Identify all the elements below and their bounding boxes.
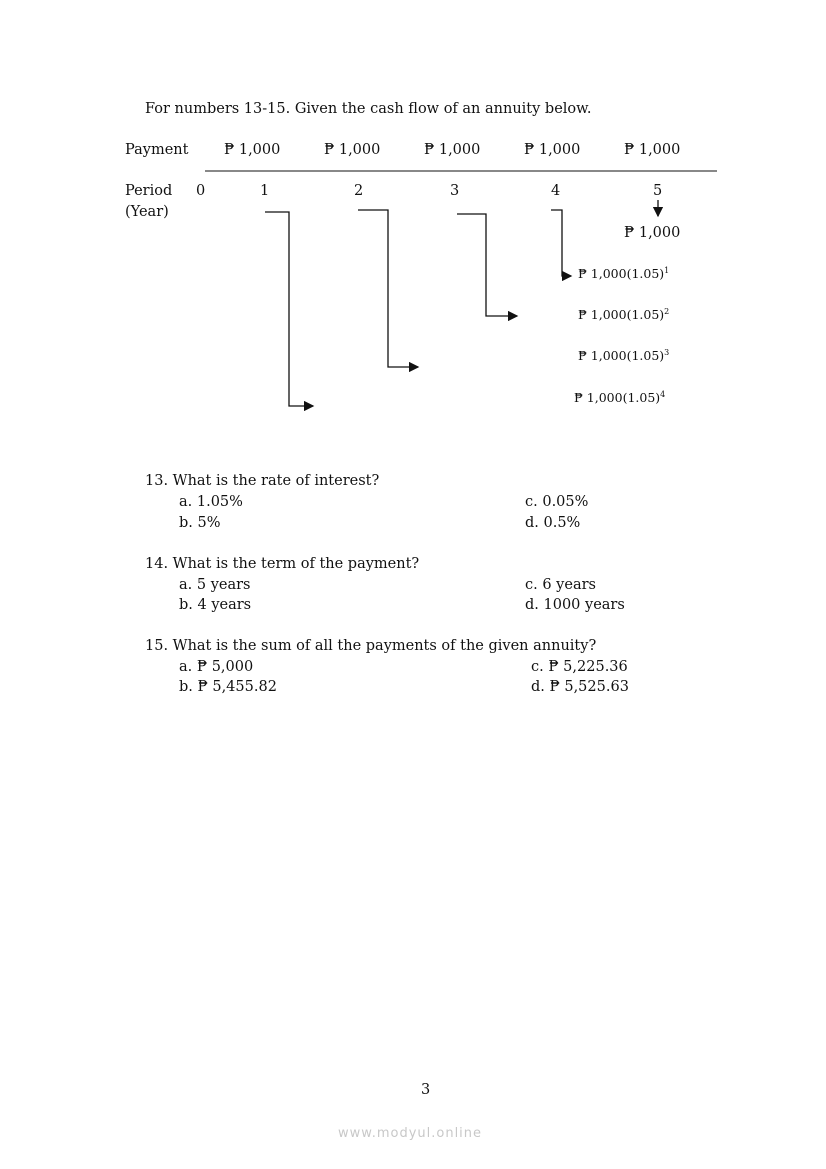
period-label: Period <box>125 183 173 199</box>
cash-flow-arrows <box>205 170 717 412</box>
arrow-period-2 <box>358 209 420 373</box>
future-value-2: ₱ 1,000(1.05)2 <box>578 307 670 323</box>
period-1: 1 <box>260 183 270 199</box>
payment-4: ₱ 1,000 <box>524 142 581 158</box>
q15-option-d: d. ₱ 5,525.63 <box>531 679 629 695</box>
payment-1: ₱ 1,000 <box>224 142 281 158</box>
period-unit: (Year) <box>125 204 169 220</box>
page-number: 3 <box>421 1082 431 1098</box>
arrow-period-1 <box>265 211 315 412</box>
period-2: 2 <box>354 183 364 199</box>
payment-2: ₱ 1,000 <box>324 142 381 158</box>
period-3: 3 <box>450 183 460 199</box>
q15-option-c: c. ₱ 5,225.36 <box>531 659 628 675</box>
question-13: 13. What is the rate of interest? <box>145 473 380 489</box>
q13-option-c: c. 0.05% <box>525 494 589 510</box>
q14-option-a: a. 5 years <box>179 577 251 593</box>
q13-option-d: d. 0.5% <box>525 515 581 531</box>
q13-option-a: a. 1.05% <box>179 494 243 510</box>
q15-option-a: a. ₱ 5,000 <box>179 659 254 675</box>
intro-text: For numbers 13-15. Given the cash flow o… <box>145 101 592 117</box>
arrow-period-3 <box>457 213 519 322</box>
q13-option-b: b. 5% <box>179 515 221 531</box>
q14-option-b: b. 4 years <box>179 597 252 613</box>
final-value: ₱ 1,000 <box>624 225 681 241</box>
watermark: www.modyul.online <box>338 1126 483 1141</box>
arrow-period-4 <box>551 209 573 282</box>
q14-option-c: c. 6 years <box>525 577 596 593</box>
question-14: 14. What is the term of the payment? <box>145 556 420 572</box>
future-value-4: ₱ 1,000(1.05)4 <box>574 390 666 406</box>
period-4: 4 <box>551 183 561 199</box>
future-value-3: ₱ 1,000(1.05)3 <box>578 348 670 364</box>
question-15: 15. What is the sum of all the payments … <box>145 638 597 654</box>
q15-option-b: b. ₱ 5,455.82 <box>179 679 277 695</box>
payment-5: ₱ 1,000 <box>624 142 681 158</box>
period-5: 5 <box>653 183 663 199</box>
payment-3: ₱ 1,000 <box>424 142 481 158</box>
q14-option-d: d. 1000 years <box>525 597 625 613</box>
period-0: 0 <box>196 183 206 199</box>
payment-label: Payment <box>125 142 189 158</box>
future-value-1: ₱ 1,000(1.05)1 <box>578 266 670 282</box>
